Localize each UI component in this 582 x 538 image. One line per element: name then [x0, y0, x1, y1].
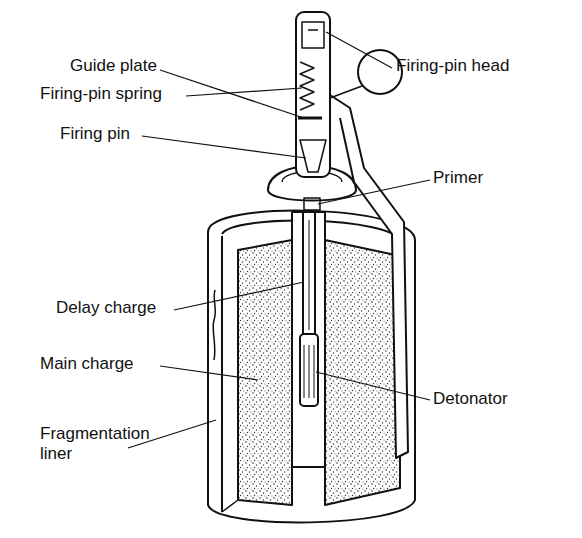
cut-edge [222, 250, 238, 512]
leader-line [160, 70, 304, 118]
primer-shape [304, 198, 320, 210]
pull-ring [358, 50, 402, 94]
leader-line [174, 282, 304, 310]
detonator-shape [300, 334, 318, 406]
part-label: Firing-pin head [396, 56, 509, 76]
firing-pin-head-shape [302, 22, 324, 48]
part-label: Main charge [40, 354, 134, 374]
fuze-well [292, 212, 325, 467]
part-label: Fragmentation liner [40, 424, 165, 464]
leader-line [318, 180, 430, 204]
delay-tube [303, 212, 315, 334]
leader-line [316, 372, 430, 400]
leader-line [186, 88, 302, 96]
leader-line [142, 136, 306, 158]
part-label: Delay charge [56, 298, 156, 318]
delay-core [309, 220, 310, 330]
main-charge-right [325, 240, 400, 505]
liner-wall [221, 236, 223, 512]
part-label: Firing-pin spring [40, 84, 162, 104]
detonator-hatch [304, 345, 314, 398]
main-charge-left [238, 240, 292, 505]
part-label: Primer [433, 168, 483, 188]
safety-lever [330, 95, 408, 458]
leader-lines [128, 32, 430, 448]
leader-line [160, 366, 258, 380]
part-label: Guide plate [70, 56, 157, 76]
fuze-tube [296, 12, 330, 177]
liner-crack [213, 290, 215, 360]
leader-line [326, 32, 392, 68]
spring-coil [300, 62, 314, 110]
safety-pin [330, 86, 362, 98]
part-label: Detonator [433, 389, 508, 409]
firing-pin-shape [300, 140, 326, 172]
part-label: Firing pin [60, 124, 130, 144]
grenade-body [208, 12, 415, 522]
